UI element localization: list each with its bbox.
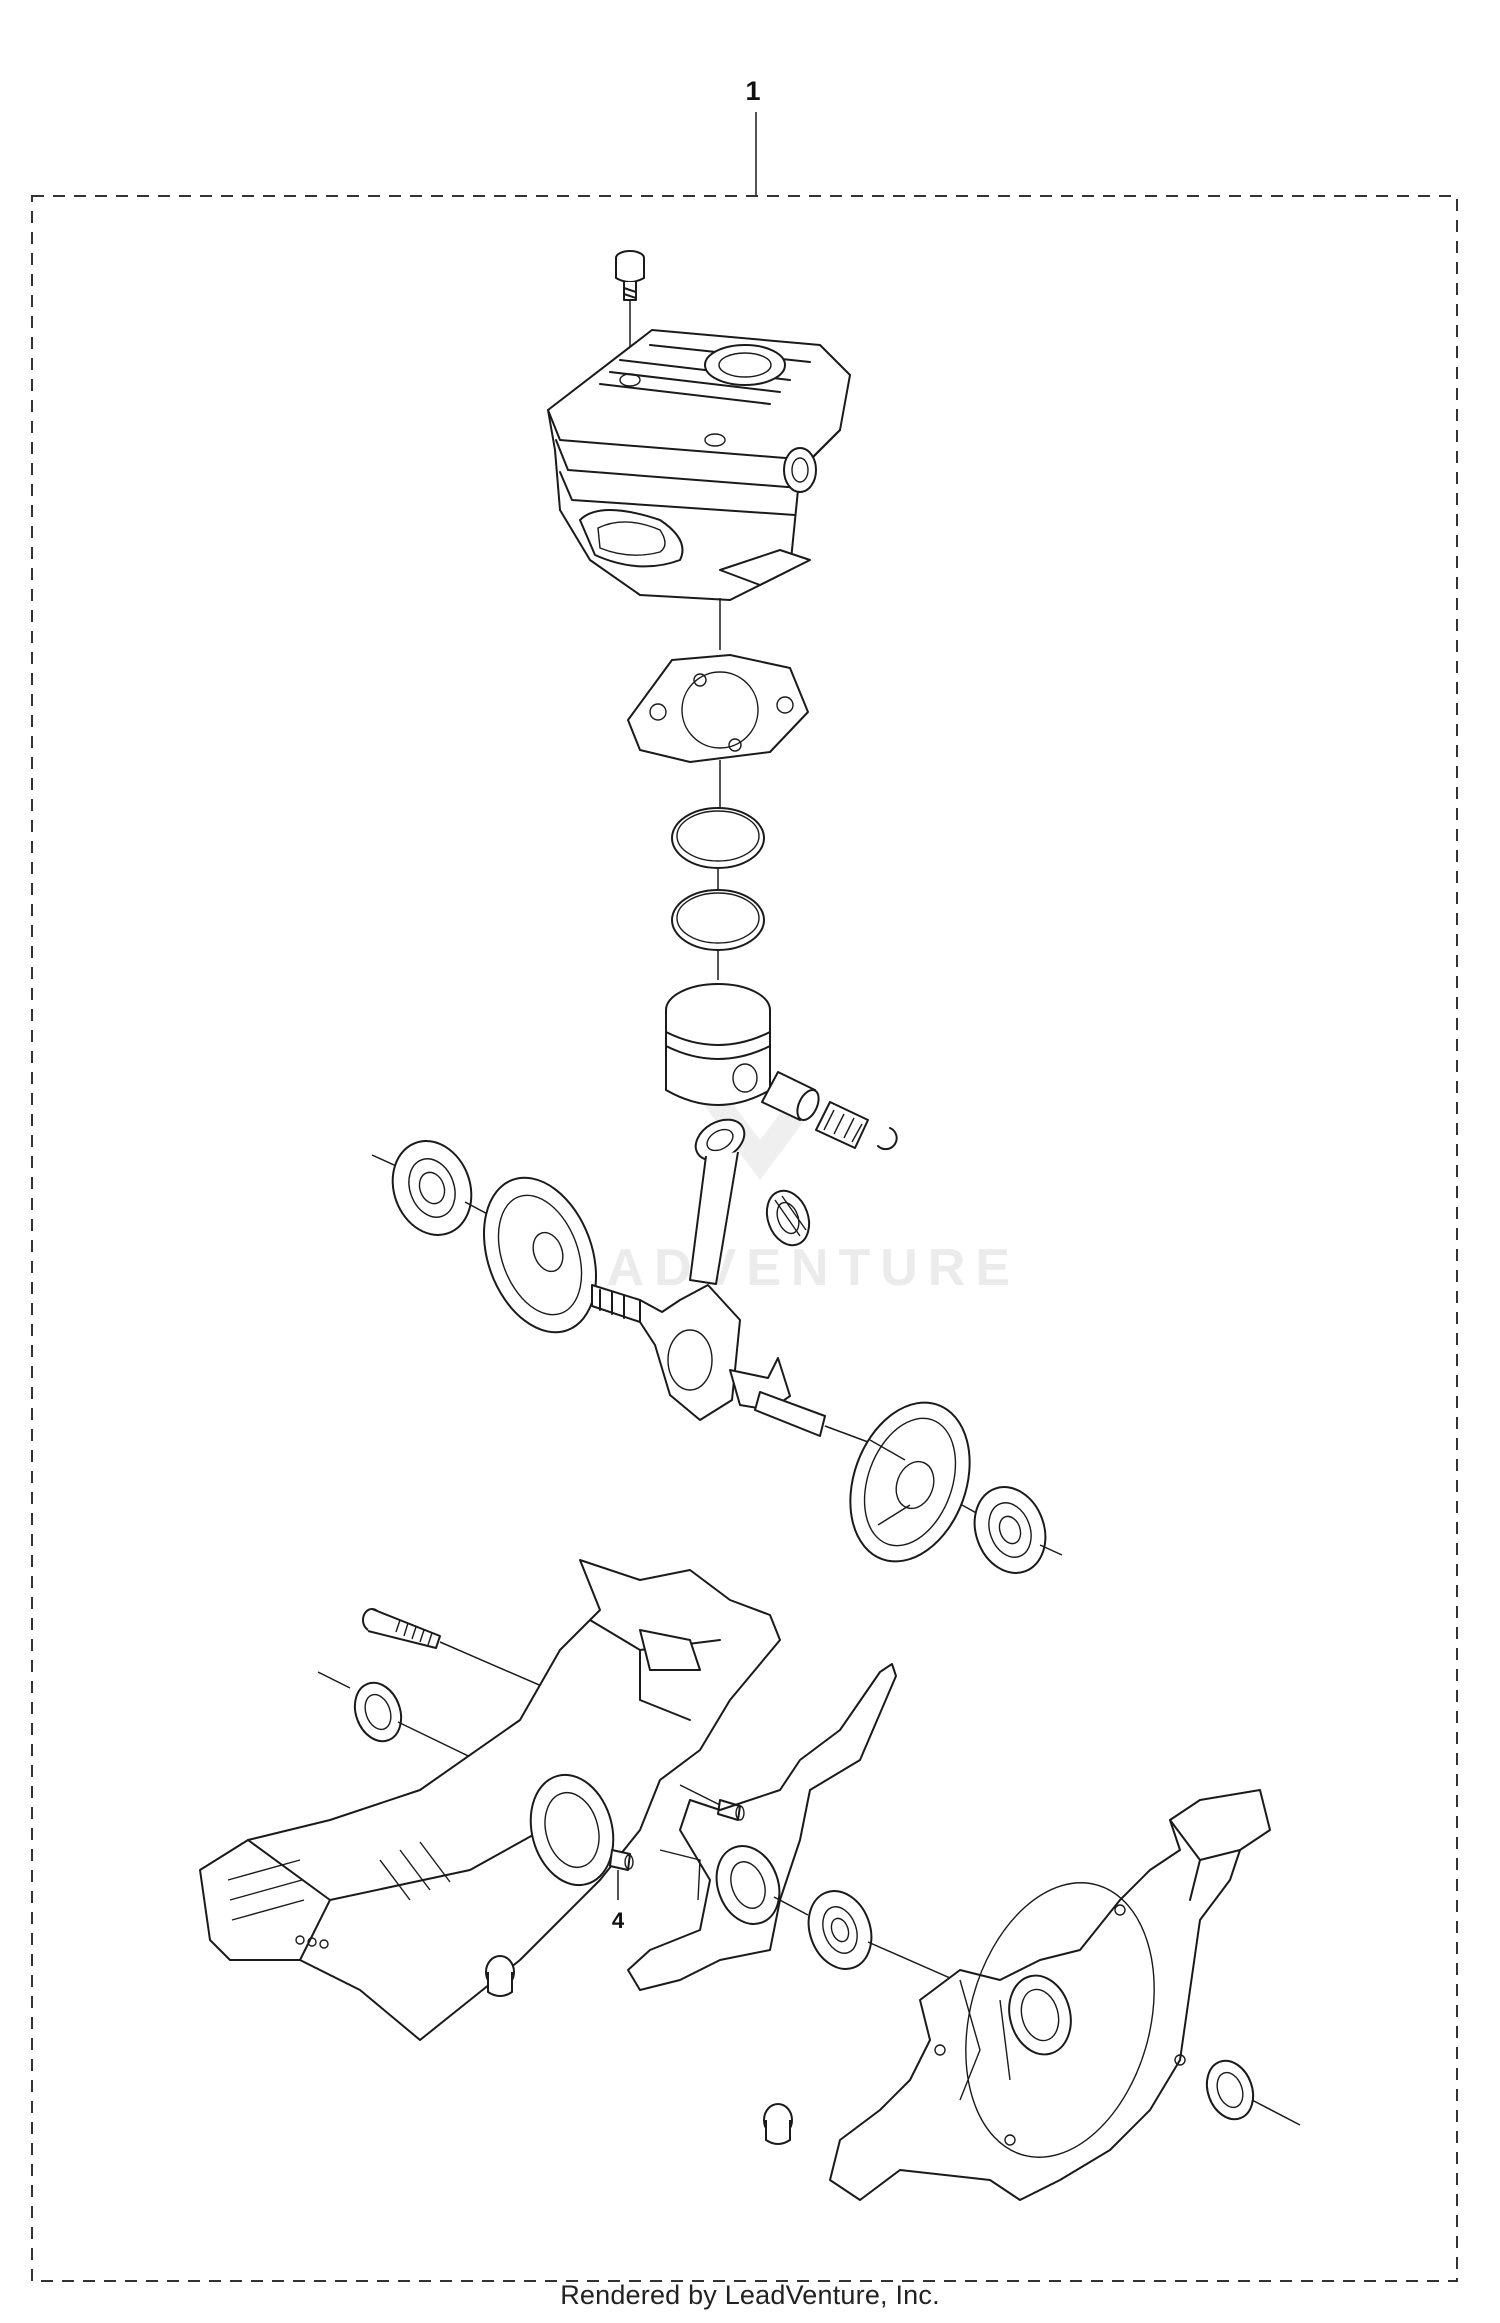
crankshaft-bearing-right[interactable] <box>963 1477 1057 1583</box>
crankcase-left[interactable] <box>199 1559 781 2041</box>
piston-pin[interactable] <box>761 1071 823 1123</box>
cylinder[interactable] <box>547 329 851 601</box>
crank-web-left[interactable] <box>464 1162 616 1348</box>
crankcase-seal-left[interactable] <box>347 1676 409 1747</box>
crankcase-plug-right[interactable] <box>763 2103 793 2145</box>
footer-credit: Rendered by LeadVenture, Inc. <box>560 2280 940 2310</box>
cylinder-screw[interactable] <box>615 250 645 365</box>
crankcase-bearing-left[interactable] <box>706 1837 790 1933</box>
piston-ring-upper[interactable] <box>671 807 765 869</box>
callout-4-label: 4 <box>612 1908 625 1933</box>
callout-4[interactable]: 4 <box>609 1849 634 1933</box>
big-end-bearing[interactable] <box>760 1185 817 1251</box>
crank-web-right[interactable] <box>829 1386 990 1578</box>
crankshaft[interactable] <box>591 1284 826 1437</box>
crankcase-bearing-right[interactable] <box>798 1882 882 1978</box>
kit-boundary <box>31 195 1458 2282</box>
piston-ring-lower[interactable] <box>671 889 765 951</box>
callout-1-label: 1 <box>745 76 760 106</box>
crankcase-right[interactable] <box>829 1789 1271 2201</box>
piston-pin-circlip[interactable] <box>877 1127 898 1151</box>
callout-1[interactable]: 1 <box>745 76 761 196</box>
cylinder-gasket[interactable] <box>627 654 809 763</box>
crankshaft-bearing-left[interactable] <box>380 1130 484 1246</box>
crankcase-bolt[interactable] <box>362 1608 441 1649</box>
crankcase-plug-left[interactable] <box>485 1955 515 1997</box>
piston[interactable] <box>665 983 771 1106</box>
small-end-bearing[interactable] <box>815 1101 869 1149</box>
connecting-rod[interactable] <box>688 1111 751 1285</box>
crankcase-gasket[interactable] <box>627 1663 897 1991</box>
crankcase-seal-right[interactable] <box>1199 2054 1261 2125</box>
